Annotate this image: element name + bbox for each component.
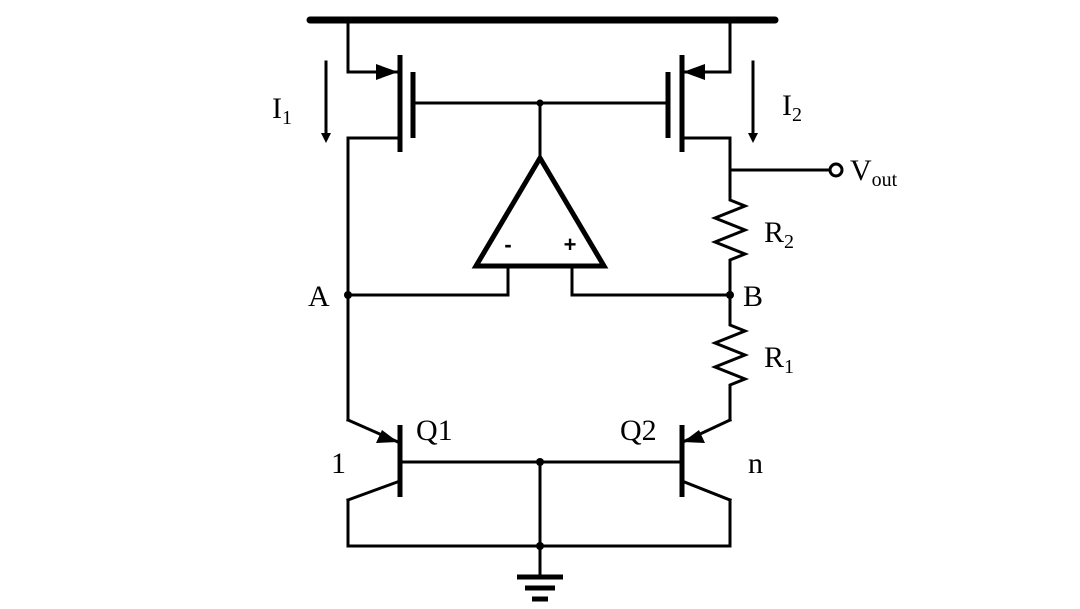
op-amp-plus-sign: + bbox=[564, 232, 577, 257]
r2-label: R2 bbox=[764, 216, 794, 253]
q2-label: Q2 bbox=[620, 414, 657, 447]
q1-label: Q1 bbox=[416, 414, 453, 447]
vout-label: Vout bbox=[850, 154, 898, 191]
bjt-q1 bbox=[346, 418, 403, 548]
node-a-junction bbox=[344, 291, 352, 299]
q2-ratio-label: n bbox=[748, 447, 763, 480]
i1-label: I1 bbox=[272, 92, 292, 129]
q1-ratio-label: 1 bbox=[331, 447, 346, 480]
pmos-transistor-right bbox=[538, 18, 732, 152]
r1-label: R1 bbox=[764, 341, 794, 378]
bjt-q2 bbox=[679, 418, 732, 548]
ground-symbol bbox=[517, 574, 563, 602]
resistor-r1 bbox=[710, 318, 750, 422]
pmos-transistor-left bbox=[346, 18, 542, 152]
op-amp: - + bbox=[471, 153, 609, 269]
ground-junction bbox=[536, 542, 544, 550]
node-b-label: B bbox=[743, 280, 763, 313]
node-a-label: A bbox=[308, 280, 330, 313]
op-amp-minus-sign: - bbox=[504, 232, 511, 257]
vout-terminal bbox=[828, 162, 844, 178]
resistor-r2 bbox=[710, 193, 750, 322]
i2-label: I2 bbox=[782, 89, 802, 126]
node-b-junction bbox=[726, 291, 734, 299]
